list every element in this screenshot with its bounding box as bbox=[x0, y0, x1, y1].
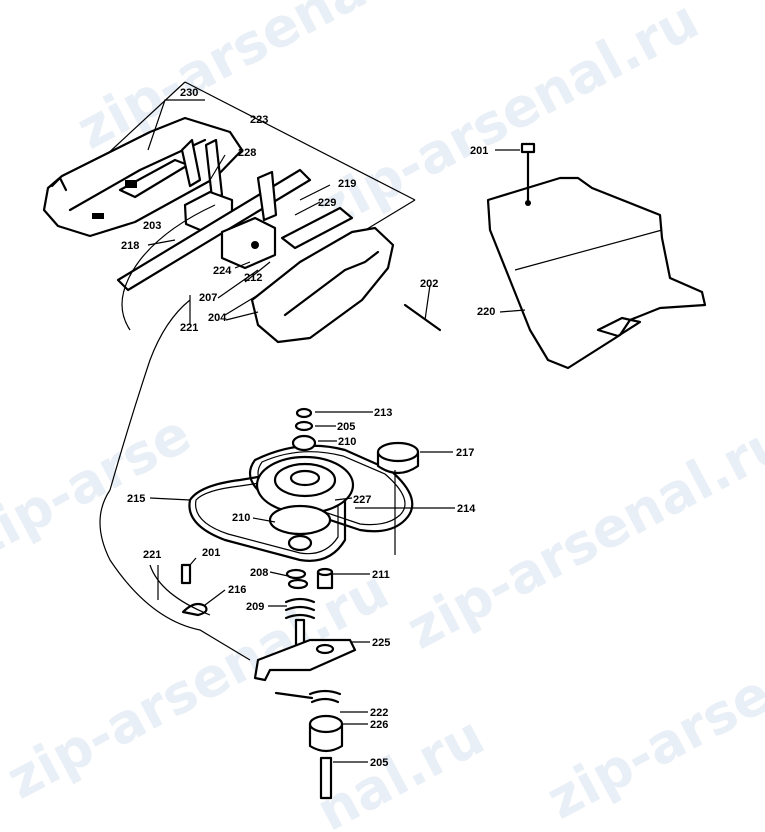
label-207: 207 bbox=[199, 292, 217, 304]
lever bbox=[204, 138, 224, 200]
label-230: 230 bbox=[180, 87, 198, 99]
label-229: 229 bbox=[318, 197, 336, 209]
label-210-lower: 210 bbox=[232, 512, 250, 524]
washer-208 bbox=[287, 578, 309, 590]
label-212: 212 bbox=[244, 272, 262, 284]
label-205-lower: 205 bbox=[370, 757, 388, 769]
pivot bbox=[251, 241, 259, 249]
spring-222 bbox=[308, 689, 342, 704]
cover-hole bbox=[125, 180, 137, 188]
label-227: 227 bbox=[353, 494, 371, 506]
label-202: 202 bbox=[420, 278, 438, 290]
bolt-201 bbox=[180, 563, 192, 585]
label-203: 203 bbox=[143, 220, 161, 232]
cover-body bbox=[486, 176, 707, 370]
cover-fold bbox=[514, 229, 663, 271]
idler-217-top bbox=[376, 441, 420, 463]
watermark-text: zip-arsenal.ru bbox=[397, 408, 765, 662]
label-214: 214 bbox=[457, 503, 476, 515]
belt-215-inner bbox=[195, 476, 339, 555]
bolt-205 bbox=[319, 756, 333, 800]
cover-tab bbox=[50, 176, 68, 192]
label-219: 219 bbox=[338, 178, 356, 190]
label-213: 213 bbox=[374, 407, 392, 419]
pulley-assembly bbox=[99, 299, 420, 800]
label-226: 226 bbox=[370, 719, 388, 731]
watermark-text: zip-arse bbox=[537, 662, 765, 832]
label-201: 201 bbox=[470, 145, 488, 157]
label-220: 220 bbox=[477, 306, 495, 318]
label-217: 217 bbox=[456, 447, 474, 459]
belt-cover bbox=[486, 142, 707, 370]
label-221: 221 bbox=[180, 322, 198, 334]
housing-plate bbox=[280, 206, 354, 250]
leader-lines bbox=[147, 99, 526, 763]
spacer-211-top bbox=[316, 567, 334, 577]
spring-hook bbox=[274, 691, 314, 700]
bushing-226-top bbox=[308, 714, 344, 734]
cover-hole bbox=[92, 213, 104, 219]
label-205: 205 bbox=[337, 421, 355, 433]
leader-line bbox=[184, 81, 416, 201]
spring-209 bbox=[284, 597, 316, 620]
label-201-lower: 201 bbox=[202, 547, 220, 559]
label-209: 209 bbox=[246, 601, 264, 613]
label-218: 218 bbox=[121, 240, 139, 252]
collar-210 bbox=[287, 534, 313, 552]
cover-tab bbox=[596, 316, 642, 338]
label-228: 228 bbox=[238, 147, 256, 159]
pulley-bore bbox=[289, 469, 321, 487]
part-labels: 230 223 228 219 229 203 218 224 212 207 … bbox=[121, 87, 495, 769]
label-216: 216 bbox=[228, 584, 246, 596]
belt-215 bbox=[188, 468, 347, 562]
cover-hole bbox=[525, 200, 531, 206]
label-208: 208 bbox=[250, 567, 268, 579]
bracket-hole bbox=[315, 643, 335, 655]
cable bbox=[121, 204, 216, 331]
screw-202 bbox=[403, 303, 442, 332]
washer-205 bbox=[294, 420, 314, 432]
clip-216 bbox=[181, 602, 208, 617]
watermark-text: zip-arse bbox=[0, 402, 201, 572]
washer-208 bbox=[285, 568, 307, 580]
lever bbox=[256, 170, 278, 222]
control-housing-assembly bbox=[42, 81, 416, 344]
cable-221 bbox=[99, 489, 251, 661]
collar-210-top bbox=[291, 434, 317, 452]
cable-221c bbox=[109, 299, 191, 491]
lower-pulley bbox=[268, 504, 332, 536]
lever-unit bbox=[220, 216, 277, 270]
lever bbox=[180, 138, 202, 188]
label-221-lower: 221 bbox=[143, 549, 161, 561]
nut-213 bbox=[295, 407, 313, 419]
cable-221b bbox=[149, 564, 211, 616]
label-223: 223 bbox=[250, 114, 268, 126]
bolt-head bbox=[520, 142, 536, 154]
label-224: 224 bbox=[213, 265, 232, 277]
label-210: 210 bbox=[338, 436, 356, 448]
label-204: 204 bbox=[208, 312, 227, 324]
label-211: 211 bbox=[372, 569, 390, 581]
label-225: 225 bbox=[372, 637, 390, 649]
label-215: 215 bbox=[127, 493, 145, 505]
label-222: 222 bbox=[370, 707, 388, 719]
housing-edge bbox=[283, 250, 380, 317]
